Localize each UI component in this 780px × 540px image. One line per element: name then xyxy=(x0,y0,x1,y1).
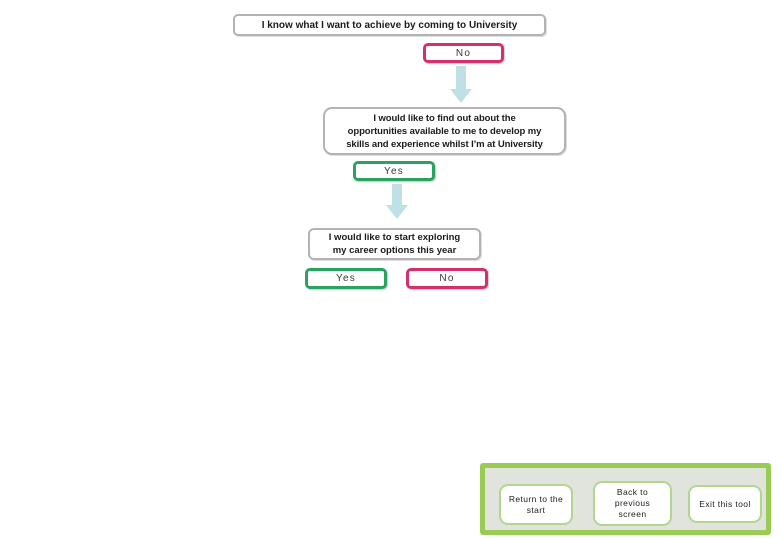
question-3-line: I would like to start exploring xyxy=(328,232,461,243)
question-1-text: I know what I want to achieve by coming … xyxy=(261,19,518,31)
return-to-start-label: Return to the xyxy=(508,493,564,504)
no-button-1[interactable]: No xyxy=(423,43,504,63)
yes-button-1[interactable]: Yes xyxy=(353,161,435,181)
return-to-start-label: start xyxy=(526,504,546,515)
down-arrow-2 xyxy=(386,184,408,219)
question-3-line: my career options this year xyxy=(332,245,457,256)
arrow-stem xyxy=(392,184,402,206)
arrow-stem xyxy=(456,66,466,90)
back-to-previous-label: previous xyxy=(614,498,651,508)
question-2-line: I would like to find out about the xyxy=(373,112,516,124)
back-to-previous-label: screen xyxy=(618,509,647,519)
question-box-1: I know what I want to achieve by coming … xyxy=(233,14,546,36)
exit-tool-button[interactable]: Exit this tool xyxy=(688,485,762,523)
question-2-line: opportunities available to me to develop… xyxy=(347,125,542,137)
question-box-2: I would like to find out about the oppor… xyxy=(323,107,566,155)
back-to-previous-label: Back to xyxy=(616,487,649,497)
question-2-line: skills and experience whilst I’m at Univ… xyxy=(346,138,543,150)
no-button-2[interactable]: No xyxy=(406,268,488,289)
navigation-panel: Return to the start Back to previous scr… xyxy=(480,463,771,535)
yes-button-2[interactable]: Yes xyxy=(305,268,387,289)
down-arrow-1 xyxy=(450,66,472,103)
back-to-previous-button[interactable]: Back to previous screen xyxy=(593,481,672,526)
arrow-head xyxy=(450,89,472,103)
exit-tool-label: Exit this tool xyxy=(699,498,751,509)
arrow-head xyxy=(386,205,408,219)
question-box-3: I would like to start exploring my caree… xyxy=(308,228,481,260)
return-to-start-button[interactable]: Return to the start xyxy=(499,484,573,525)
